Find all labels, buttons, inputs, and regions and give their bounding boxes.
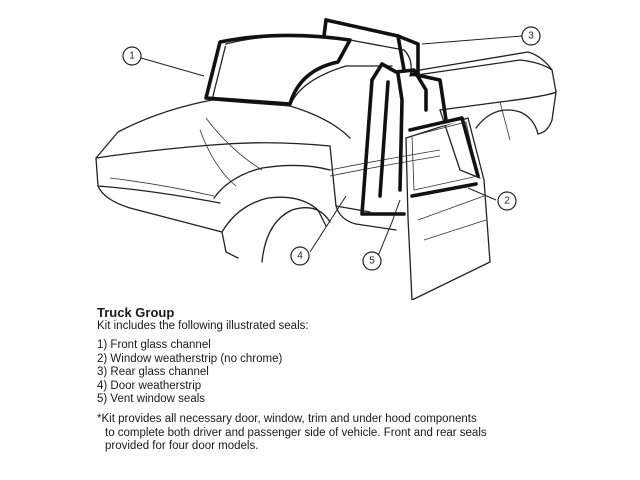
seal-list-item: 1) Front glass channel — [97, 339, 211, 352]
callout-2: 2 — [497, 191, 517, 211]
caption-note: *Kit provides all necessary door, window… — [97, 413, 627, 453]
caption-block: Truck Group Kit includes the following i… — [97, 305, 627, 454]
seal-window-weatherstrip — [408, 116, 480, 198]
seal-list-item: 3) Rear glass channel — [97, 366, 209, 379]
callout-1-label: 1 — [129, 51, 135, 62]
caption-title: Truck Group — [97, 305, 175, 320]
caption-note-line: *Kit provides all necessary door, window… — [97, 413, 477, 426]
callout-2-label: 2 — [504, 196, 510, 207]
seal-list-item: 5) Vent window seals — [97, 393, 206, 406]
callout-4: 4 — [290, 246, 310, 266]
callout-1: 1 — [122, 46, 142, 66]
seal-vent-window — [378, 72, 448, 198]
callout-5-label: 5 — [369, 256, 375, 267]
caption-intro: Kit includes the following illustrated s… — [97, 320, 309, 332]
seal-list: 1) Front glass channel 2) Window weather… — [97, 339, 627, 406]
leader-lines — [140, 35, 523, 257]
truck-seal-diagram: 1 2 3 4 5 — [95, 18, 557, 300]
caption-note-line: to complete both driver and passenger si… — [105, 426, 487, 439]
callout-3: 3 — [521, 26, 541, 46]
callout-5: 5 — [362, 251, 382, 271]
seal-front-glass-channel — [204, 33, 352, 106]
callout-3-label: 3 — [528, 31, 534, 42]
seal-rear-glass-channel — [322, 18, 420, 78]
seal-list-item: 4) Door weatherstrip — [97, 379, 202, 392]
seal-list-item: 2) Window weatherstrip (no chrome) — [97, 352, 283, 365]
caption-note-line: provided for four door models. — [105, 440, 259, 453]
open-door — [405, 117, 491, 300]
seal-door-weatherstrip — [360, 62, 428, 216]
callout-4-label: 4 — [297, 251, 303, 262]
